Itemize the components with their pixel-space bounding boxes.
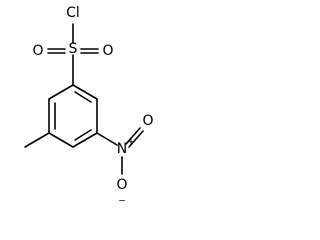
ring-bond-c1-c2 bbox=[72, 84, 98, 100]
ring-bond-c3-c4 bbox=[72, 132, 98, 148]
ring-inner-double-bond-top bbox=[74, 91, 92, 103]
bonds bbox=[24, 23, 144, 175]
bond-n-o-top-1 bbox=[125, 127, 141, 145]
nitro-oxygen-negative-charge: − bbox=[118, 197, 126, 207]
ring-bond-c6-c1 bbox=[48, 84, 74, 100]
oxygen-atom-left: O bbox=[32, 43, 43, 59]
chlorine-atom: Cl bbox=[66, 5, 80, 21]
bond-ring-n bbox=[96, 132, 118, 146]
ring-bond-c4-c5 bbox=[48, 132, 74, 148]
ring-inner-double-bond-bottom bbox=[74, 129, 92, 141]
nitro-oxygen-top-atom: O bbox=[142, 113, 153, 129]
bond-n-o-top-2 bbox=[128, 130, 144, 148]
sulfur-atom: S bbox=[69, 41, 78, 57]
nitrogen-atom: N bbox=[117, 141, 127, 157]
bond-ring-methyl bbox=[24, 132, 50, 148]
nitro-oxygen-bottom-atom: O bbox=[116, 177, 127, 193]
oxygen-atom-right: O bbox=[102, 43, 113, 59]
atom-labels: Cl S O O N + O O − bbox=[32, 5, 153, 207]
molecule-structure: Cl S O O N + O O − bbox=[24, 5, 154, 207]
nitrogen-positive-charge: + bbox=[127, 138, 135, 148]
